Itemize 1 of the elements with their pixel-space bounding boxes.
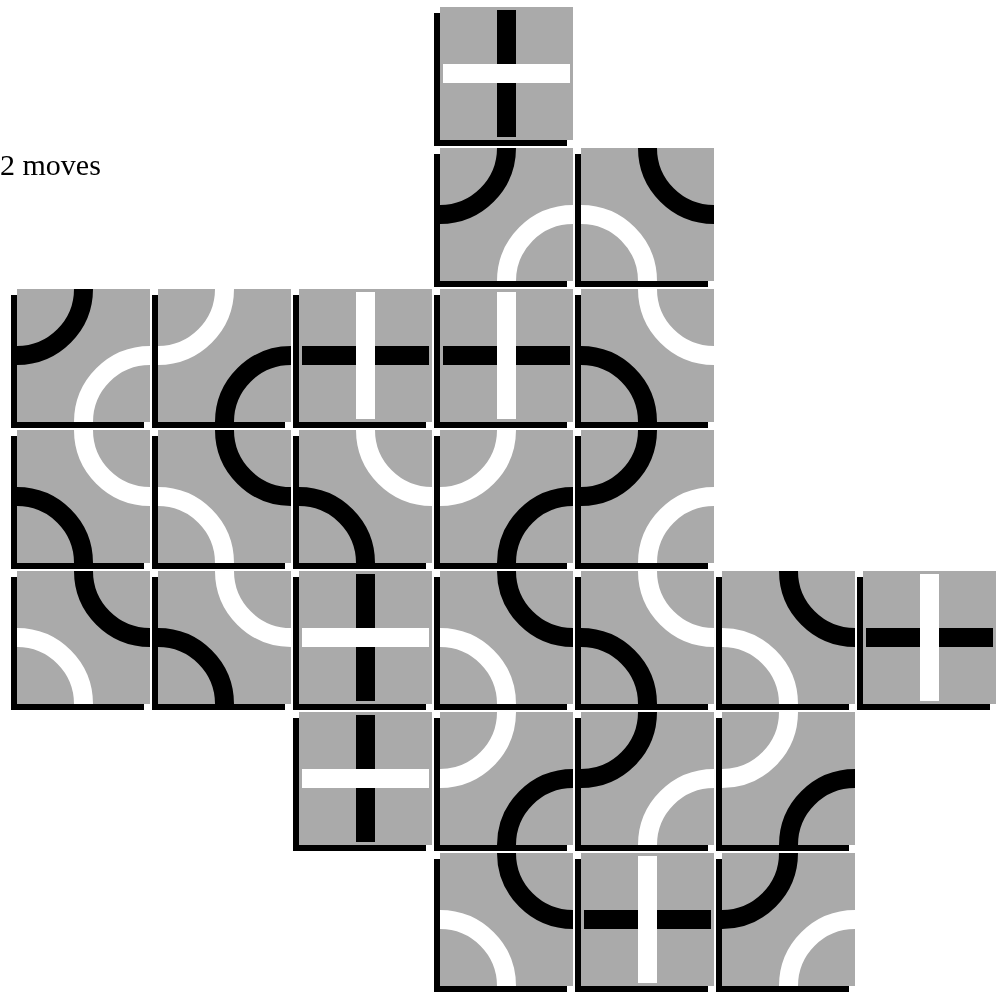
move-count-text: 2 moves xyxy=(0,150,101,180)
